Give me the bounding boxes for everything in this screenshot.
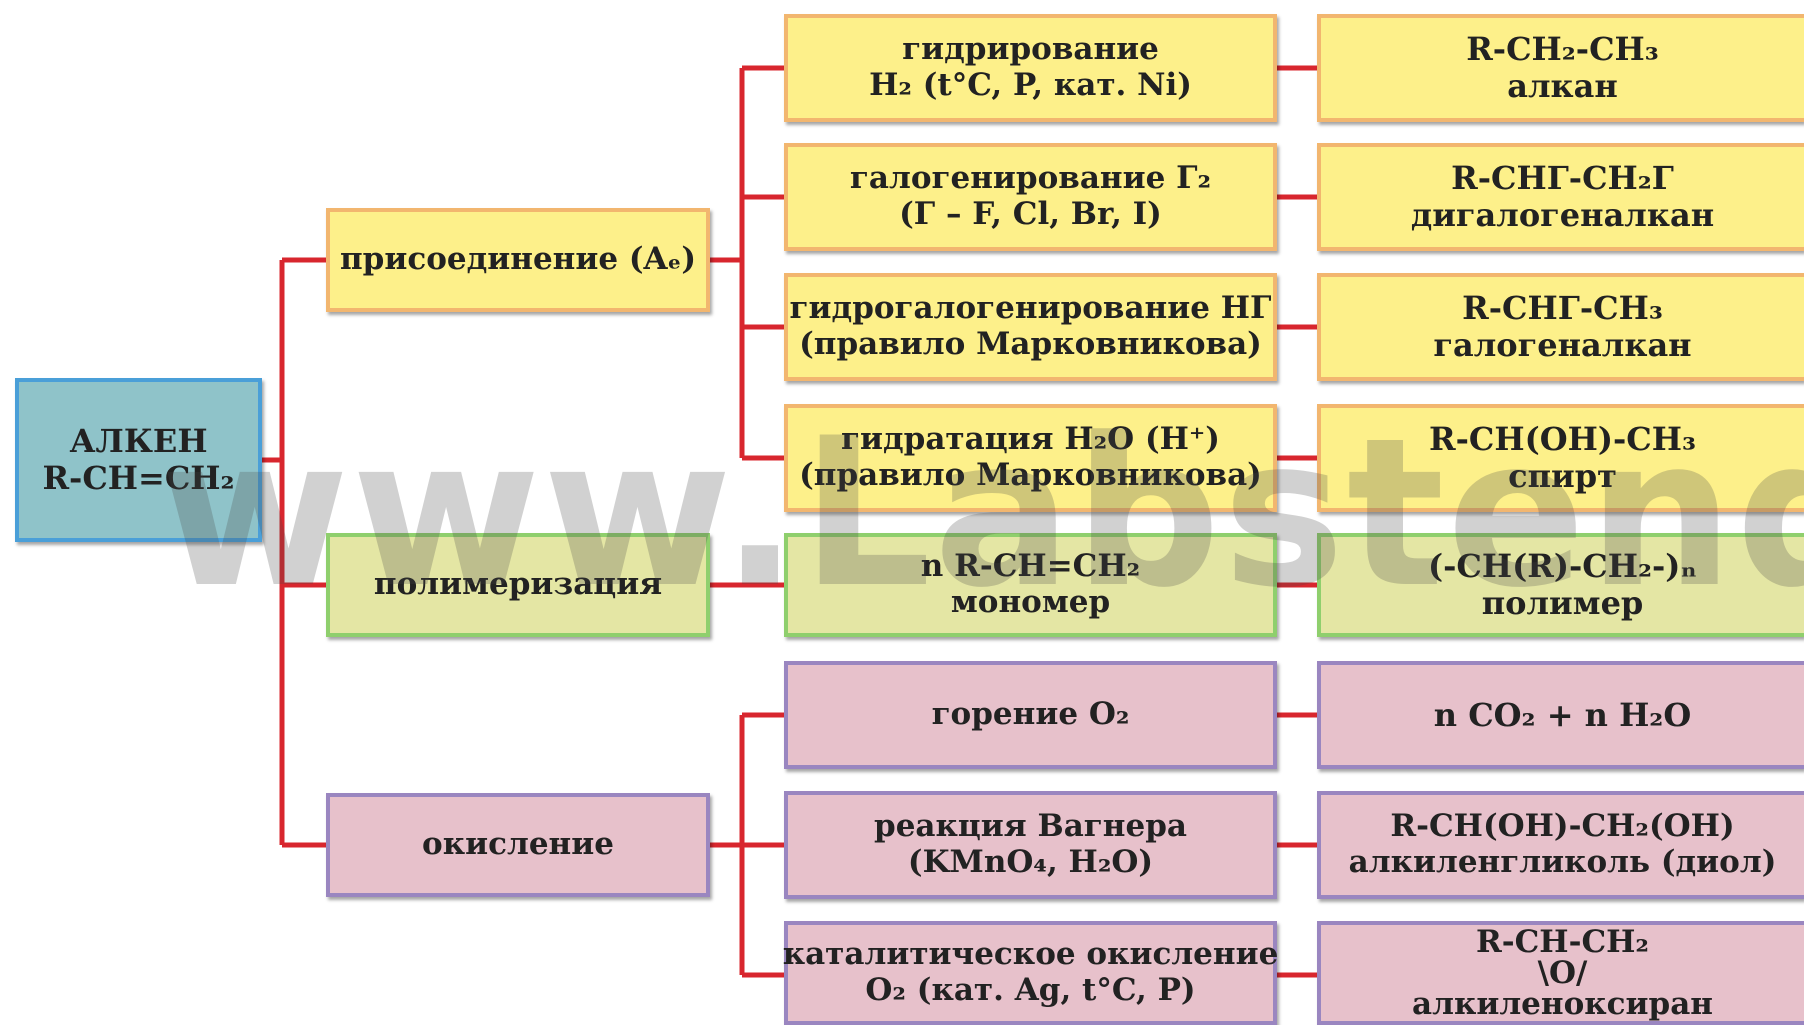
product-alkane-formula: R-CH₂-CH₃ (1466, 30, 1659, 69)
product-alcohol-box: R-CH(OH)-CH₃ спирт (1317, 404, 1804, 512)
reaction-monomer-label: мономер (950, 584, 1111, 620)
reaction-hydrogenation-conditions: H₂ (t°C, P, кат. Ni) (869, 67, 1192, 103)
product-alkane-box: R-CH₂-CH₃ алкан (1317, 14, 1804, 122)
reaction-wagner-name: реакция Вагнера (874, 808, 1187, 845)
reaction-hydration-box: гидратация H₂O (H⁺) (правило Марковников… (784, 404, 1277, 512)
reaction-halogenation-name: галогенирование Г₂ (849, 160, 1212, 197)
root-title: АЛКЕН (69, 422, 208, 461)
category-oxidation-box: окисление (326, 793, 710, 897)
reaction-halogenation-box: галогенирование Г₂ (Г – F, Cl, Br, I) (784, 143, 1277, 251)
reaction-hydrogenation-name: гидрирование (902, 31, 1159, 68)
product-combustion-box: n CO₂ + n H₂O (1317, 661, 1804, 769)
reaction-catalytic-conditions: O₂ (кат. Ag, t°C, P) (865, 972, 1196, 1008)
category-oxidation-label: окисление (422, 826, 614, 863)
reaction-catalytic-name: каталитическое окисление (782, 936, 1279, 973)
category-polymerization-box: полимеризация (326, 533, 710, 637)
product-dihaloalkane-box: R-CHГ-CH₂Г дигалогеналкан (1317, 143, 1804, 251)
category-addition-label: присоединение (Aₑ) (339, 241, 697, 278)
reaction-monomer-box: n R-CH=CH₂ мономер (784, 533, 1277, 637)
product-diol-name: алкиленгликоль (диол) (1348, 844, 1777, 880)
product-epoxide-box: R-CH-CH₂ \O/ алкиленоксиран (1317, 921, 1804, 1025)
product-diol-box: R-CH(OH)-CH₂(OH) алкиленгликоль (диол) (1317, 791, 1804, 899)
product-alcohol-name: спирт (1508, 457, 1617, 495)
reaction-monomer-formula: n R-CH=CH₂ (920, 548, 1141, 585)
product-dihaloalkane-name: дигалогеналкан (1410, 196, 1715, 234)
reaction-hydrohalogenation-rule: (правило Марковникова) (799, 326, 1262, 362)
product-haloalkane-box: R-CHГ-CH₃ галогеналкан (1317, 273, 1804, 381)
reaction-hydration-name: гидратация H₂O (H⁺) (841, 421, 1220, 458)
product-polymer-formula: (-CH(R)-CH₂-)ₙ (1427, 547, 1698, 586)
reaction-catalytic-box: каталитическое окисление O₂ (кат. Ag, t°… (782, 921, 1279, 1025)
product-epoxide-bridge: \O/ (1537, 954, 1588, 991)
reaction-combustion-box: горение O₂ (784, 661, 1277, 769)
root-formula: R-CH=CH₂ (42, 459, 235, 497)
product-haloalkane-name: галогеналкан (1433, 326, 1692, 364)
product-dihaloalkane-formula: R-CHГ-CH₂Г (1451, 159, 1674, 198)
reaction-combustion-name: горение O₂ (931, 696, 1130, 733)
root-alkene-box: АЛКЕН R-CH=CH₂ (15, 378, 262, 542)
reaction-hydrohalogenation-name: гидрогалогенирование НГ (789, 290, 1272, 327)
product-polymer-box: (-CH(R)-CH₂-)ₙ полимер (1317, 533, 1804, 637)
product-combustion-formula: n CO₂ + n H₂O (1433, 695, 1692, 734)
product-polymer-name: полимер (1481, 584, 1644, 622)
product-alkane-name: алкан (1507, 67, 1618, 105)
reaction-wagner-box: реакция Вагнера (KMnO₄, H₂O) (784, 791, 1277, 899)
product-haloalkane-formula: R-CHГ-CH₃ (1462, 289, 1663, 328)
reaction-hydrohalogenation-box: гидрогалогенирование НГ (правило Марковн… (784, 273, 1277, 381)
product-diol-formula: R-CH(OH)-CH₂(OH) (1390, 808, 1735, 845)
product-alcohol-formula: R-CH(OH)-CH₃ (1429, 420, 1696, 459)
reaction-hydrogenation-box: гидрирование H₂ (t°C, P, кат. Ni) (784, 14, 1277, 122)
category-polymerization-label: полимеризация (373, 566, 663, 603)
product-epoxide-formula: R-CH-CH₂ (1476, 923, 1649, 960)
category-addition-box: присоединение (Aₑ) (326, 208, 710, 312)
reaction-wagner-conditions: (KMnO₄, H₂O) (907, 844, 1154, 880)
reaction-hydration-rule: (правило Марковникова) (799, 457, 1262, 493)
reaction-halogenation-conditions: (Г – F, Cl, Br, I) (899, 196, 1162, 232)
product-epoxide-name: алкиленоксиран (1412, 985, 1713, 1022)
